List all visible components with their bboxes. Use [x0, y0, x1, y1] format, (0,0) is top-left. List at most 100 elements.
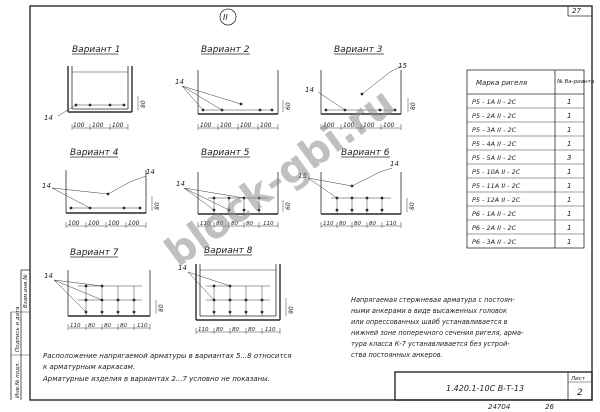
table-cell-mark: Р6 - 1А II - 2С: [472, 210, 517, 218]
table-cell-variant: 1: [567, 196, 571, 204]
note-right-line-4: нижней зоне поперечного сечения ригеля, …: [351, 329, 524, 337]
note-right: Напрягаемая стержневая арматура с постоя…: [351, 296, 524, 359]
table-cell-mark: Р5 - 11А II - 2С: [472, 182, 521, 190]
table-rows: Р5 - 1А II - 2С 1 Р5 - 2А II - 2С 1 Р5 - 3А …: [467, 98, 584, 246]
variant-3-dim-3: 100: [363, 122, 375, 129]
variant-4-callout: 14: [42, 182, 51, 190]
table-cell-mark: Р5 - 12А II - 2С: [472, 196, 521, 204]
variant-8-dim-3: 80: [232, 327, 239, 333]
variant-3-dim-2: 100: [343, 122, 355, 129]
variant-4-dim-2: 100: [88, 220, 100, 227]
table-header-mark: Марка ригеля: [476, 79, 527, 87]
table-cell-variant: 1: [567, 112, 571, 120]
variant-1-title: Вариант 1: [72, 45, 120, 55]
variant-6-callout: 15: [298, 172, 307, 180]
note-bottom-line-1: Расположение напрягаемой арматуры в вари…: [43, 352, 292, 360]
variant-6-dim-1: 110: [323, 221, 334, 227]
footer-left: 24704: [488, 403, 510, 411]
variant-5-dim-5: 110: [263, 221, 274, 227]
stamp-sheet-label: Лист: [570, 376, 586, 382]
variant-7: Вариант 7 14 110 80 80 80: [44, 248, 165, 330]
variant-5-title: Вариант 5: [201, 148, 250, 158]
variant-4-dim-3: 100: [108, 220, 120, 227]
table-cell-variant: 1: [567, 210, 571, 218]
table-cell-variant: 3: [567, 154, 571, 162]
table-cell-variant: 1: [567, 182, 571, 190]
variant-2-dim-2: 100: [220, 122, 232, 129]
variant-8-dim-2: 80: [216, 327, 223, 333]
variant-7-dim-4: 80: [120, 323, 127, 329]
variant-8-side-dim: 90: [288, 306, 295, 314]
variant-6: Вариант 6 14 15 110 80 80 80 110: [298, 148, 416, 228]
variant-7-side-dim: 80: [158, 304, 165, 312]
variant-3-callout: 14: [305, 86, 314, 94]
variant-5: Вариант 5 14 110 80 80 80 110 60: [176, 148, 292, 228]
variant-5-dim-3: 80: [231, 221, 238, 227]
table-cell-mark: Р5 - 5А II - 2С: [472, 154, 517, 162]
variant-1-dim-3: 100: [112, 122, 124, 129]
variant-4-title: Вариант 4: [70, 148, 119, 158]
variant-2-callout: 14: [175, 78, 184, 86]
variant-8-dim-4: 80: [248, 327, 255, 333]
variant-8: Вариант 8 14 110 80: [178, 246, 295, 334]
table-cell-mark: Р5 - 10А II - 2С: [472, 168, 521, 176]
title-stamp: 1.420.1-10С В-Т-13 Лист 2 24704 26: [394, 371, 593, 411]
binding-strip: Инв.№ подл. Подпись и дата Взам.инв.№: [10, 269, 30, 400]
side-label-replace-inv: Взам.инв.№: [23, 274, 29, 308]
variant-3: Вариант 3 15 14 100 100 100 100 80: [305, 45, 417, 130]
table-cell-variant: 1: [567, 126, 571, 134]
variant-3-dim-1: 100: [323, 122, 335, 129]
table-cell-mark: Р5 - 1А II - 2С: [472, 98, 517, 106]
variant-1-callout: 14: [44, 114, 53, 122]
variant-5-side-dim: 60: [285, 202, 292, 210]
variant-8-callout: 14: [178, 264, 187, 272]
note-bottom: Расположение напрягаемой арматуры в вари…: [42, 352, 292, 383]
variant-4-dim-1: 100: [68, 220, 80, 227]
table-cell-variant: 1: [567, 98, 571, 106]
variant-3-side-dim: 80: [410, 102, 417, 110]
variant-4-dim-4: 100: [128, 220, 140, 227]
variant-6-callout-top: 14: [390, 160, 399, 168]
variant-6-dim-2: 80: [339, 221, 346, 227]
variant-5-dim-4: 80: [246, 221, 253, 227]
variant-2-dim-1: 100: [200, 122, 212, 129]
table-cell-mark: Р5 - 4А II - 2С: [472, 140, 517, 148]
variant-1-dim-2: 100: [92, 122, 104, 129]
variant-6-side-dim: 80: [409, 202, 416, 210]
variant-7-dim-1: 110: [70, 323, 81, 329]
sheet-number: 27: [572, 7, 581, 15]
table-cell-mark: Р5 - 2А II - 2С: [472, 112, 517, 120]
stamp-sheet-value: 2: [577, 388, 583, 398]
variant-2-dim-3: 100: [240, 122, 252, 129]
note-right-line-1: Напрягаемая стержневая арматура с постоя…: [351, 296, 515, 304]
note-right-line-2: ными анкерами в виде высаженных головок: [351, 307, 507, 315]
footer-right: 26: [545, 403, 554, 411]
table-cell-variant: 1: [567, 238, 571, 246]
variant-8-title: Вариант 8: [204, 246, 253, 256]
note-right-line-3: или опрессованных шайб устанавливается в: [351, 318, 508, 326]
note-bottom-line-3: Арматурные изделия в вариантах 2...7 усл…: [42, 375, 270, 383]
side-label-signature: Подпись и дата: [15, 306, 21, 352]
section-mark-label: II: [223, 13, 228, 22]
variant-3-callout-top: 15: [398, 62, 407, 70]
stamp-code: 1.420.1-10С В-Т-13: [446, 384, 524, 393]
note-bottom-line-2: к арматурным каркасам.: [43, 363, 135, 371]
variant-2: Вариант 2 14 100 100 100 100 60: [175, 45, 292, 130]
variant-6-title: Вариант 6: [341, 148, 390, 158]
table-cell-mark: Р5 - 3А II - 2С: [472, 126, 517, 134]
variant-4: Вариант 4 14 14 100 100 100 100 80: [42, 148, 161, 228]
table-cell-mark: Р6 - 3А II - 2С: [472, 238, 517, 246]
variant-4-side-dim: 80: [154, 202, 161, 210]
variant-6-dim-5: 110: [386, 221, 397, 227]
variant-7-dim-3: 80: [104, 323, 111, 329]
table-cell-mark: Р6 - 2А II - 2С: [472, 224, 517, 232]
table-cell-variant: 1: [567, 140, 571, 148]
variant-2-dim-4: 100: [260, 122, 272, 129]
variant-1-side-dim: 80: [140, 100, 147, 108]
table-cell-variant: 1: [567, 168, 571, 176]
variant-5-dim-2: 80: [216, 221, 223, 227]
table-header-variant: № Ва-рианта: [556, 79, 595, 85]
side-label-original-inv: Инв.№ подл.: [15, 362, 21, 398]
variant-3-dim-4: 100: [383, 122, 395, 129]
